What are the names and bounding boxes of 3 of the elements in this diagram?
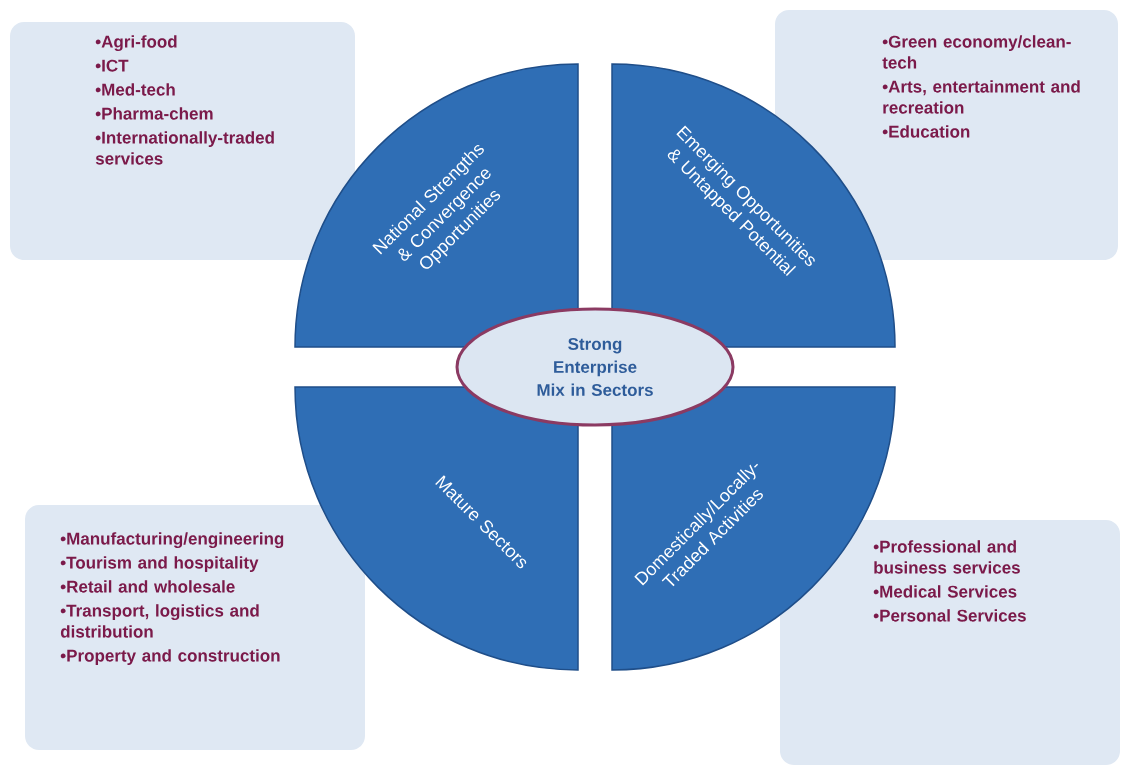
sector-list-card: •Professional and business services •Medical Services •Personal Services: [780, 520, 1120, 765]
sector-list-card: •Manufacturing/engineering •Tourism and hospitality •Retail and wholesale •Transport, logistics and distribution •Property and construction: [25, 505, 365, 750]
sector-list-card: •Agri-food •ICT •Med-tech •Pharma-chem •Internationally-traded services: [10, 22, 355, 260]
